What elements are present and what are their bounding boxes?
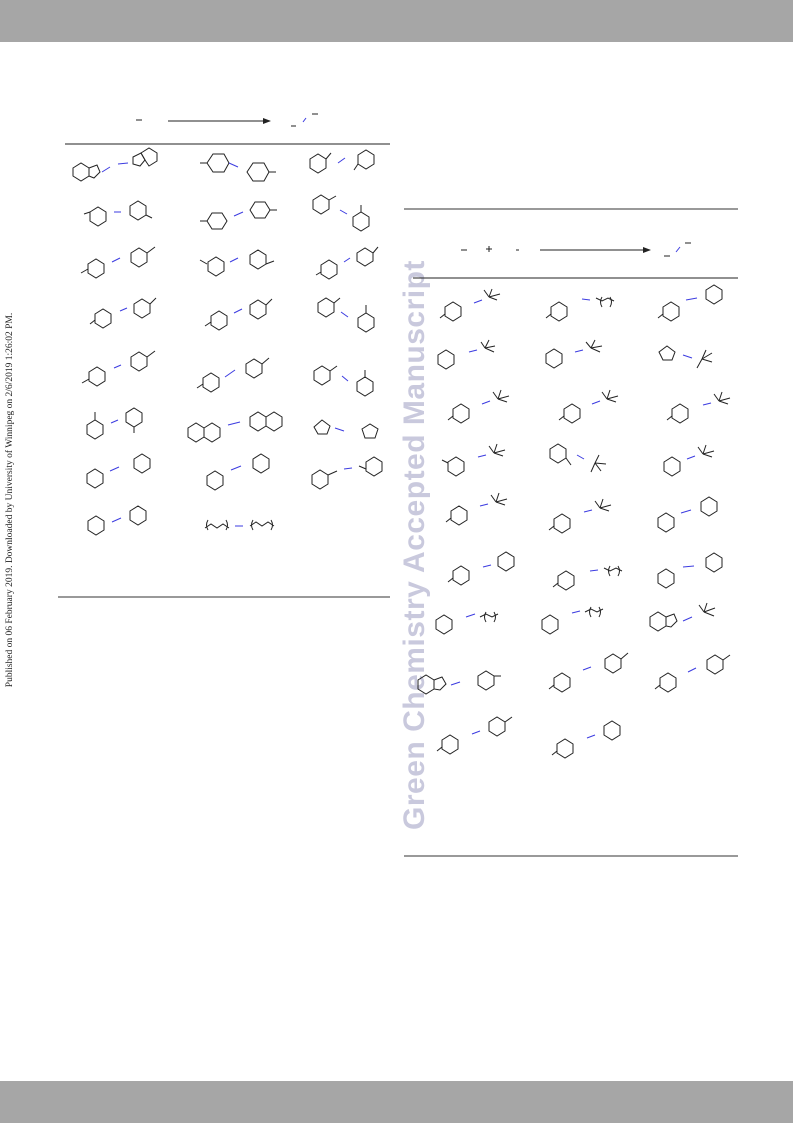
compound-right-r3c2 (558, 389, 619, 424)
compound-left-r1c1 (72, 147, 158, 182)
compound-right-r9c2 (551, 720, 621, 759)
compound-left-r4c3 (317, 297, 375, 333)
compound-left-r2c1 (83, 200, 153, 227)
compound-right-r3c1 (447, 389, 510, 424)
compound-right-r9c1 (436, 716, 513, 755)
compound-left-r2c3 (312, 194, 370, 232)
compound-right-r1c3 (657, 284, 723, 322)
footer-band (0, 1081, 793, 1123)
compound-left-r5c1 (81, 350, 156, 387)
compound-right-r3c3 (666, 391, 731, 424)
compound-left-r5c3 (313, 365, 374, 397)
compound-left-r3c3 (315, 246, 379, 280)
compound-right-r5c3 (657, 496, 718, 533)
compound-right-r8c3 (654, 654, 731, 693)
compound-left-r7c1 (86, 453, 151, 489)
compound-left-r4c2 (204, 298, 273, 331)
compound-right-r2c3 (658, 345, 713, 369)
left-reaction-equation (136, 113, 318, 127)
compound-right-r5c1 (445, 492, 508, 526)
compound-right-r7c3 (649, 602, 716, 632)
compound-right-r8c1 (417, 670, 501, 695)
compound-right-r6c2 (552, 565, 623, 591)
compound-right-r2c2 (545, 339, 603, 369)
compound-left-r6c1 (86, 407, 143, 440)
compound-left-r8c2 (204, 519, 275, 531)
compound-right-r4c1 (441, 443, 506, 477)
compound-right-r5c2 (548, 498, 612, 534)
compound-right-r6c3 (657, 552, 723, 589)
compound-left-r5c2 (196, 357, 270, 393)
compound-right-r1c1 (439, 288, 501, 322)
compound-left-r3c1 (80, 246, 156, 279)
compound-right-r7c1 (435, 611, 499, 635)
header-band (0, 0, 793, 42)
right-reaction-equation (404, 208, 738, 857)
compound-left-r7c3 (311, 456, 383, 490)
compound-left-r1c3 (309, 149, 375, 174)
compound-right-r4c3 (663, 444, 715, 477)
compound-right-r7c2 (541, 606, 604, 635)
compound-right-r6c1 (447, 551, 515, 586)
compound-left-r1c2 (200, 153, 276, 182)
compound-left-r8c1 (87, 505, 147, 536)
left-table-rules (58, 143, 390, 598)
compound-left-r3c2 (199, 249, 275, 277)
compound-right-r4c2 (549, 443, 607, 473)
compound-right-r2c1 (437, 339, 496, 370)
compound-left-r4c1 (89, 297, 157, 329)
compound-left-r6c2 (187, 411, 283, 443)
compound-right-r1c2 (545, 296, 615, 322)
compound-right-r8c2 (548, 652, 629, 693)
compound-left-r2c2 (200, 201, 277, 230)
compound-left-r6c3 (313, 419, 379, 439)
compound-left-r7c2 (206, 453, 270, 491)
